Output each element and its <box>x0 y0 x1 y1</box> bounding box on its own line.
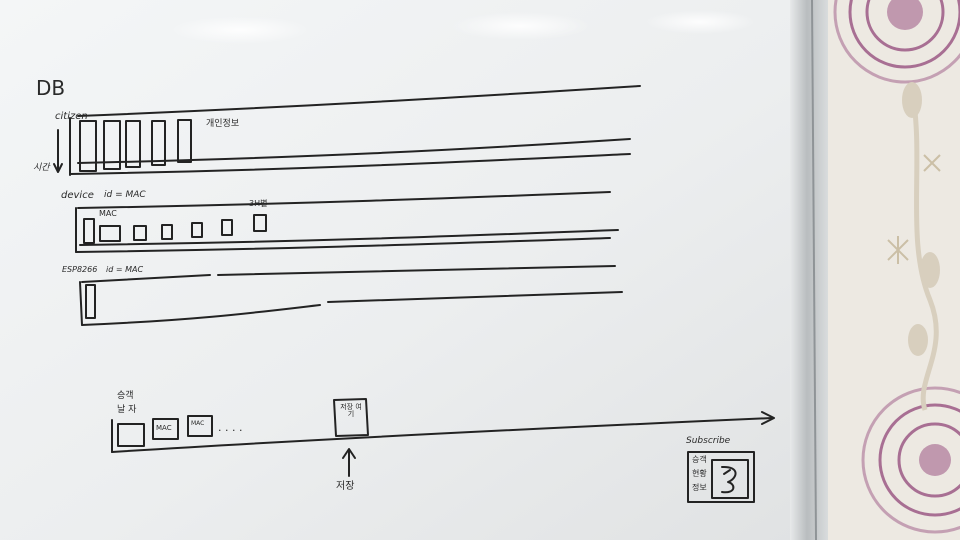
device-label: device <box>61 190 94 201</box>
citizen-cell <box>79 120 97 172</box>
db-heading: DB <box>36 76 66 100</box>
citizen-cell <box>103 120 121 170</box>
citizen-table-rail <box>77 138 631 164</box>
device-cell <box>99 225 121 242</box>
citizen-note: 개인정보 <box>206 119 240 129</box>
device-cell <box>221 219 233 236</box>
whiteboard-frame <box>790 0 828 540</box>
esp-table-bottom <box>81 304 321 326</box>
ceiling-light-glare <box>170 16 310 44</box>
timeline-cell <box>152 418 179 440</box>
device-table-rail <box>79 229 619 246</box>
citizen-cell <box>151 120 166 166</box>
subscribe-note: 정보 <box>692 483 707 492</box>
esp-table-top <box>81 274 211 283</box>
save-arrow-label: 저장 <box>336 481 355 492</box>
esp-table-bottom-2 <box>327 291 623 303</box>
timeline-top-label: 승객 <box>117 391 134 401</box>
subscribe-box <box>687 451 755 503</box>
leaf <box>908 324 928 356</box>
esp-table-left <box>79 281 83 326</box>
frame-edge <box>811 0 817 540</box>
ceiling-light-glare <box>450 12 590 40</box>
citizen-label: citizen <box>55 111 88 122</box>
flower-top <box>833 0 960 84</box>
device-id-note: id = MAC <box>104 190 146 200</box>
timeline-document <box>333 398 369 437</box>
device-table-top <box>77 191 611 209</box>
subscribe-note: 현황 <box>692 469 707 478</box>
esp-id-note: id = MAC <box>106 265 144 274</box>
flower-bottom <box>861 386 960 534</box>
ceiling-light-glare <box>645 10 755 34</box>
device-cell <box>253 214 267 232</box>
device-cell-note: MAC <box>99 209 117 218</box>
device-sample-note: 3H별 <box>249 199 268 208</box>
device-cell <box>191 222 203 238</box>
save-arrow <box>342 448 356 477</box>
device-cell <box>161 224 173 240</box>
small-flower <box>887 154 941 264</box>
esp-table-top-2 <box>217 265 616 276</box>
timeline-cell-note: MAC <box>191 420 205 427</box>
citizen-cell <box>177 119 192 163</box>
device-table-bottom <box>75 237 611 253</box>
citizen-table-bottom <box>69 153 631 175</box>
esp-cell <box>85 284 96 319</box>
esp-label: ESP8266 <box>62 265 98 274</box>
device-cell <box>83 218 95 244</box>
device-cell <box>133 225 147 241</box>
timeline-cell <box>187 415 213 437</box>
time-axis-arrow <box>53 129 63 173</box>
citizen-cell <box>125 120 141 168</box>
timeline-ellipsis: . . . . <box>218 421 243 434</box>
subscribe-label: Subscribe <box>686 436 731 446</box>
subscribe-inner <box>711 459 749 499</box>
timeline-cell-note: MAC <box>156 424 172 432</box>
leaf <box>920 252 940 288</box>
vine <box>909 89 939 411</box>
timeline-arrowhead <box>761 411 775 425</box>
timeline-cell <box>117 423 145 447</box>
document-note: 저장 여기 <box>340 403 362 418</box>
subscribe-note: 승객 <box>692 455 707 464</box>
time-axis-label: 시간 <box>33 163 50 173</box>
leaf <box>902 82 922 118</box>
ink-strokes <box>53 85 775 503</box>
timeline-axis <box>111 417 773 453</box>
subscribe-scribble <box>721 465 737 494</box>
citizen-table-top <box>77 85 641 117</box>
timeline-second-label: 날 자 <box>117 405 137 415</box>
